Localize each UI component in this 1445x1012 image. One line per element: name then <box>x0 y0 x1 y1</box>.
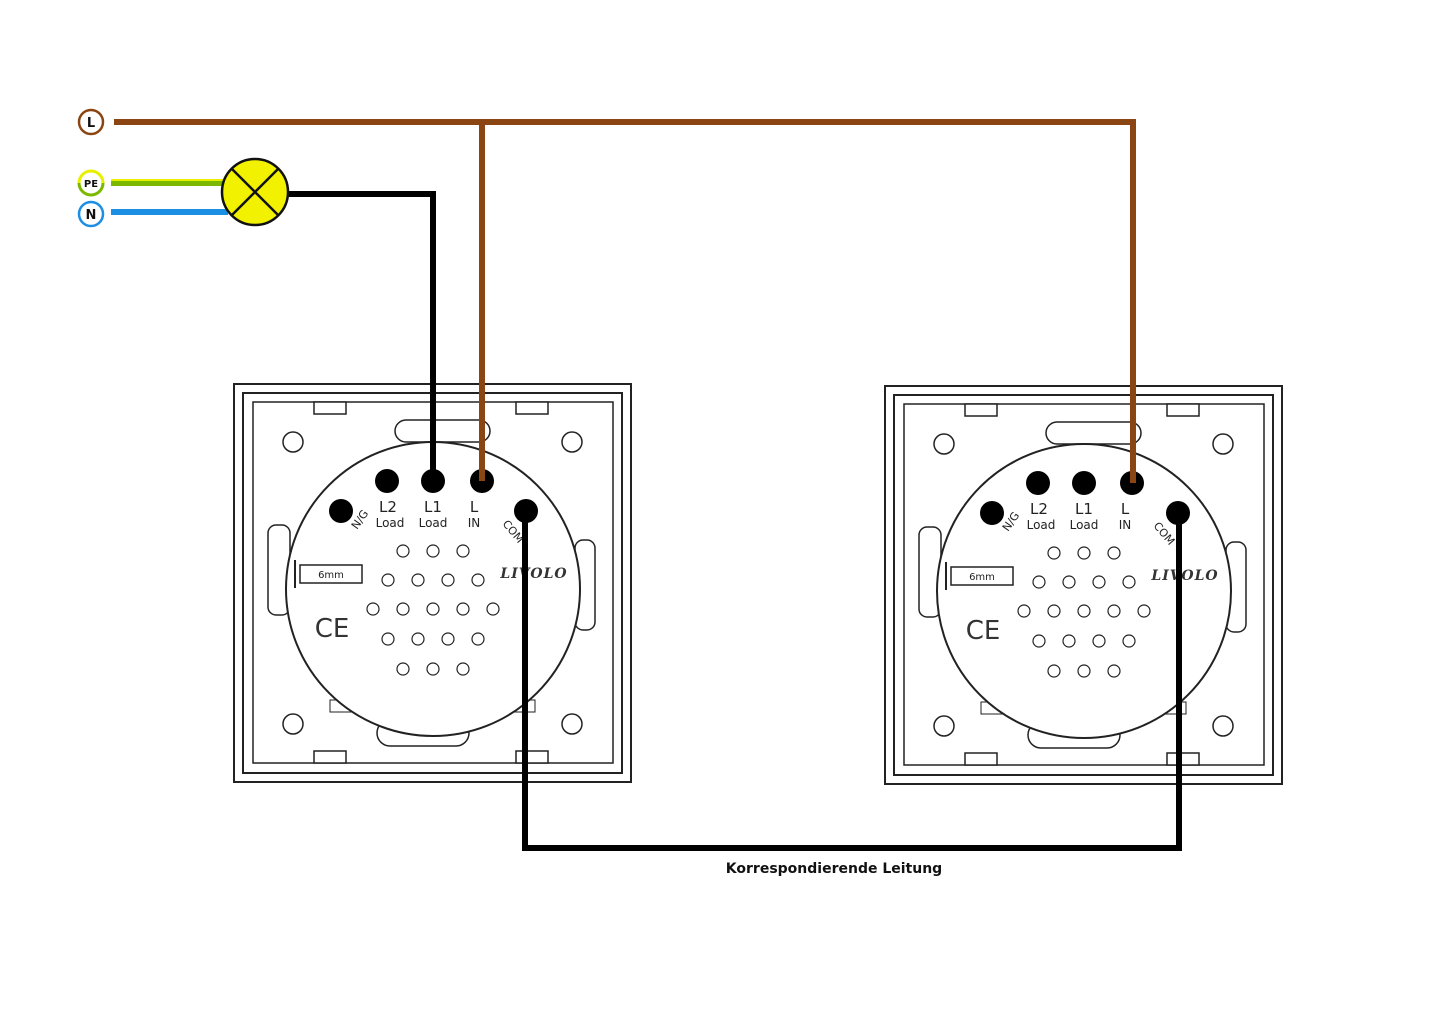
switch-right-label-l-sub: IN <box>1119 518 1132 532</box>
switch-right-screw-hole <box>1212 715 1234 737</box>
switch-right-label-l2-sub: Load <box>1027 518 1056 532</box>
switch-left-label-l2: L2 <box>379 498 397 516</box>
switch-right-clip <box>964 752 998 766</box>
switch-left-clip <box>515 750 549 764</box>
switch-right-label-l1-sub: Load <box>1070 518 1099 532</box>
switch-right-clip <box>964 403 998 417</box>
switch-left-terminal-ng <box>329 499 353 523</box>
lamp-icon <box>220 157 290 227</box>
legend-l-label: L <box>87 116 95 131</box>
switch-left-label-l1-sub: Load <box>419 516 448 530</box>
traveller-wire <box>522 511 1182 851</box>
switch-left-label-l2-sub: Load <box>376 516 405 530</box>
switch-right-screw-hole <box>933 433 955 455</box>
legend-pe: PE <box>77 169 105 197</box>
switch-right-terminal-l1 <box>1072 471 1096 495</box>
legend-l: L <box>77 108 105 136</box>
live-terminal-icon <box>77 108 105 136</box>
switch-right-terminal-l2 <box>1026 471 1050 495</box>
switch-right-module <box>936 443 1232 739</box>
earth-terminal-icon <box>81 173 101 193</box>
switch-left-screw-hole <box>282 713 304 735</box>
switch-left-vent-holes <box>366 544 500 676</box>
switch-right-label-l: L <box>1121 500 1130 518</box>
switch-right-screw-hole <box>1212 433 1234 455</box>
switched-live-wire <box>288 191 436 481</box>
neutral-terminal-icon <box>77 200 105 228</box>
legend-n: N <box>77 200 105 228</box>
legend-n-label: N <box>86 208 97 223</box>
switch-right-brand-logo: LIVOLO <box>1150 568 1218 584</box>
switch-left-screw-hole <box>282 431 304 453</box>
switch-left-ce-mark: CE <box>315 614 350 644</box>
switch-left-screw-hole <box>561 713 583 735</box>
switch-left-tab <box>394 419 491 443</box>
switch-left-label-l: L <box>470 498 479 516</box>
switch-left-strip-gauge: 6mm <box>294 560 363 588</box>
switch-left-screw-hole <box>561 431 583 453</box>
switch-left-clip <box>313 750 347 764</box>
switch-left-clip <box>515 401 549 415</box>
legend-pe-label: PE <box>84 179 98 190</box>
switch-left-terminal-l2 <box>375 469 399 493</box>
switch-left-strip-gauge-label: 6mm <box>318 570 344 581</box>
switch-right-ce-mark: CE <box>966 616 1001 646</box>
switch-right-label-l2: L2 <box>1030 500 1048 518</box>
live-wire-main <box>114 119 1136 483</box>
switch-right-strip-gauge-label: 6mm <box>969 572 995 583</box>
switch-left-label-l1: L1 <box>424 498 442 516</box>
switch-right-terminal-ng <box>980 501 1004 525</box>
switch-right-label-l1: L1 <box>1075 500 1093 518</box>
switch-left-label-l-sub: IN <box>468 516 481 530</box>
switch-right-clip <box>1166 403 1200 417</box>
switch-right-strip-gauge: 6mm <box>945 562 1014 590</box>
switch-right-tab <box>1045 421 1142 445</box>
switch-right-vent-holes <box>1017 546 1151 678</box>
switch-right-screw-hole <box>933 715 955 737</box>
traveller-caption: Korrespondierende Leitung <box>726 861 942 877</box>
switch-left-brand-logo: LIVOLO <box>499 566 567 582</box>
switch-left-clip <box>313 401 347 415</box>
switch-right: 6mm CE LIVOLO N/G L2 Load L1 Load L IN C… <box>884 385 1283 785</box>
switch-right-clip <box>1166 752 1200 766</box>
